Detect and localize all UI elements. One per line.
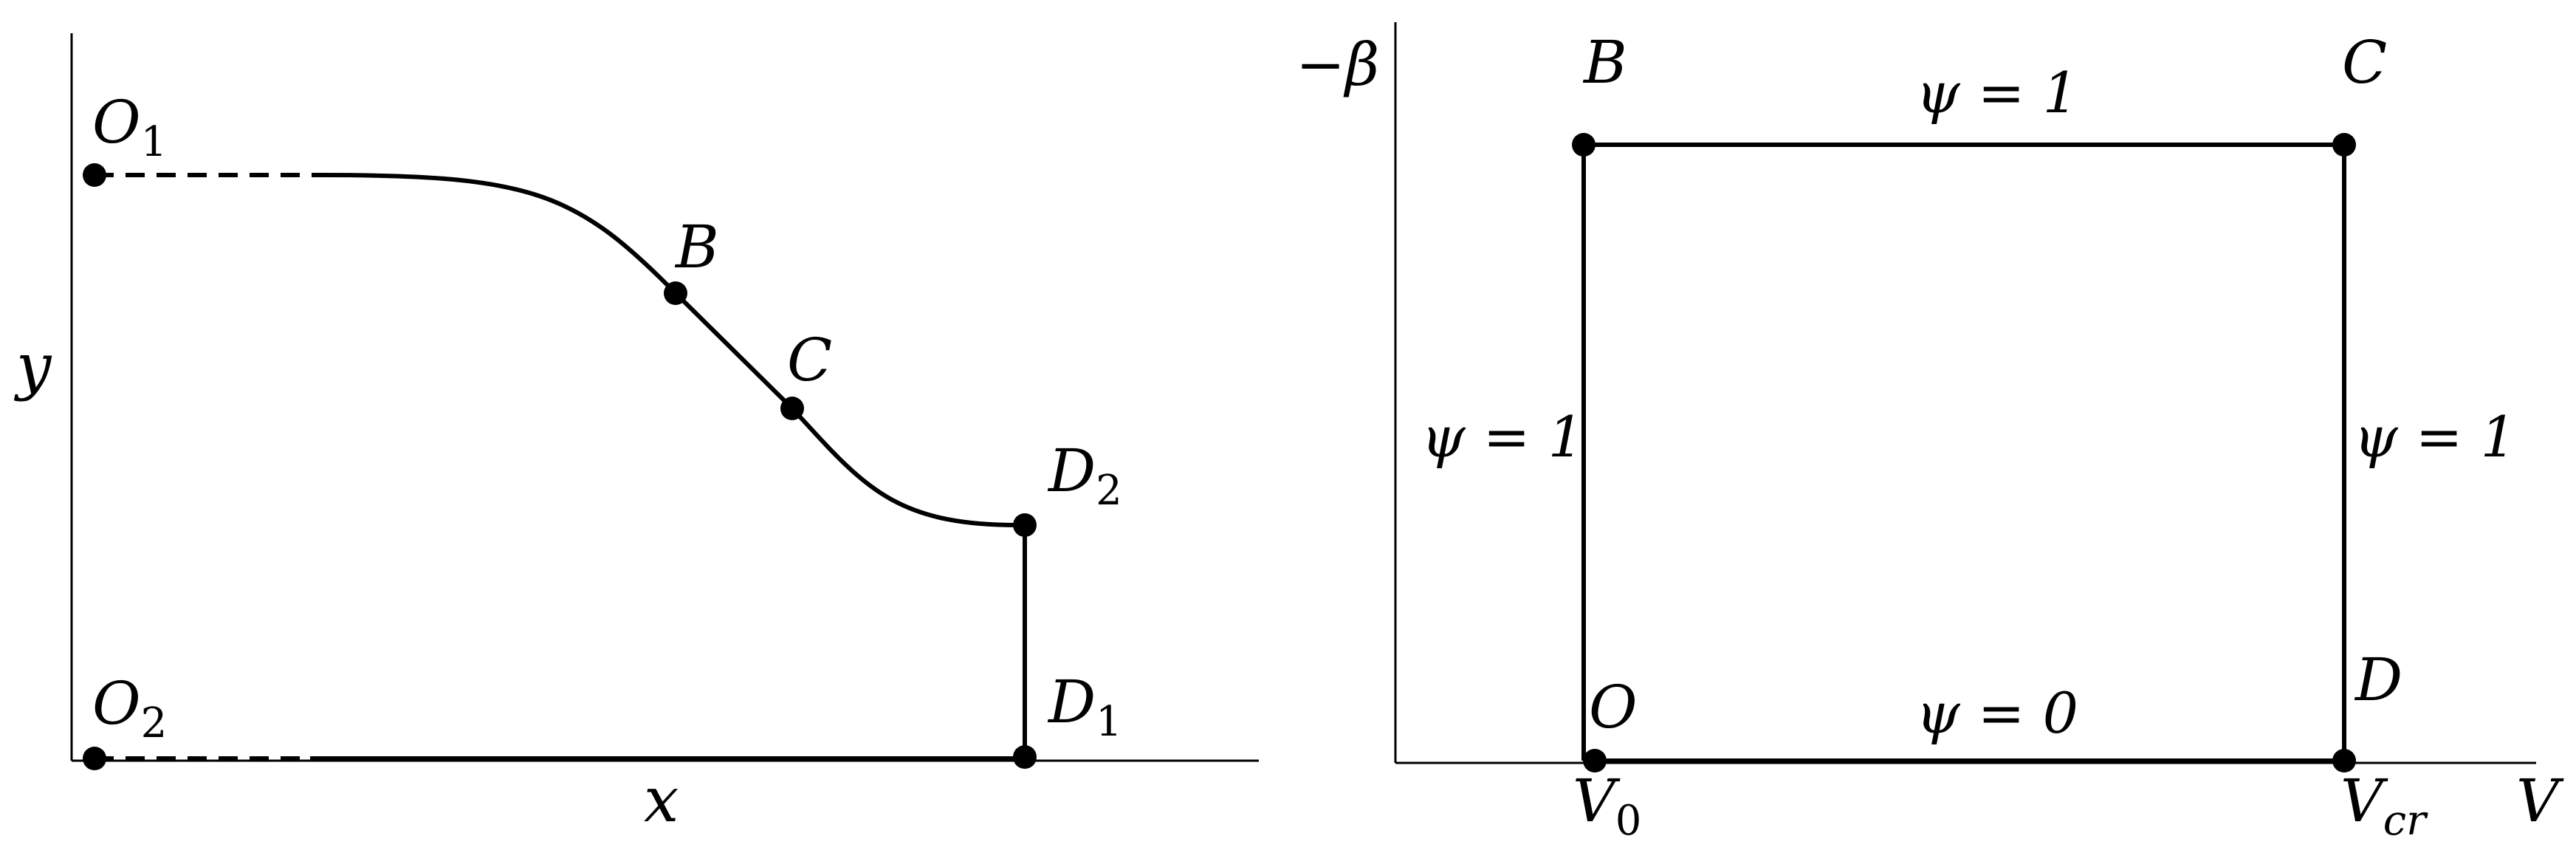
- left-y-axis-label: y: [13, 330, 52, 402]
- label-c-left: C: [787, 326, 832, 394]
- point-b-right: [1572, 133, 1596, 157]
- tick-label-v0: V0: [1573, 767, 1641, 845]
- tick-label-vcr: Vcr: [2340, 767, 2428, 845]
- right-y-axis-label: −β: [1296, 30, 1379, 99]
- free-surface-curve: [320, 173, 1026, 528]
- edge-label-right: ψ = 1: [2354, 404, 2516, 470]
- point-o2: [83, 747, 106, 770]
- point-o1: [83, 163, 106, 187]
- edge-label-left: ψ = 1: [1421, 404, 1584, 470]
- point-c-right: [2332, 133, 2356, 157]
- right-panel: −β V B C O D ψ = 1 ψ = 1 ψ = 1 ψ = 0 V0 …: [1296, 22, 2564, 845]
- point-d1: [1013, 745, 1037, 769]
- label-d2: D2: [1047, 436, 1122, 515]
- label-b-right: B: [1582, 28, 1627, 97]
- label-d-right: D: [2354, 645, 2402, 714]
- left-x-axis-label: x: [644, 764, 679, 836]
- label-o-right: O: [1589, 673, 1638, 741]
- edge-label-bottom: ψ = 0: [1916, 680, 2078, 746]
- point-c-left: [780, 397, 804, 420]
- label-c-right: C: [2342, 28, 2387, 97]
- label-o2: O2: [92, 669, 167, 747]
- label-d1: D1: [1047, 668, 1122, 746]
- point-o-right: [1583, 749, 1607, 773]
- point-d2: [1013, 513, 1037, 537]
- label-o1: O1: [92, 88, 167, 166]
- right-x-axis-label: V: [2516, 767, 2564, 835]
- label-b-left: B: [674, 213, 719, 281]
- edge-label-top: ψ = 1: [1916, 60, 2078, 126]
- point-d-right: [2332, 749, 2356, 773]
- left-panel: y x O1 O2 B C D2 D1: [13, 33, 1259, 836]
- point-b-left: [664, 281, 687, 305]
